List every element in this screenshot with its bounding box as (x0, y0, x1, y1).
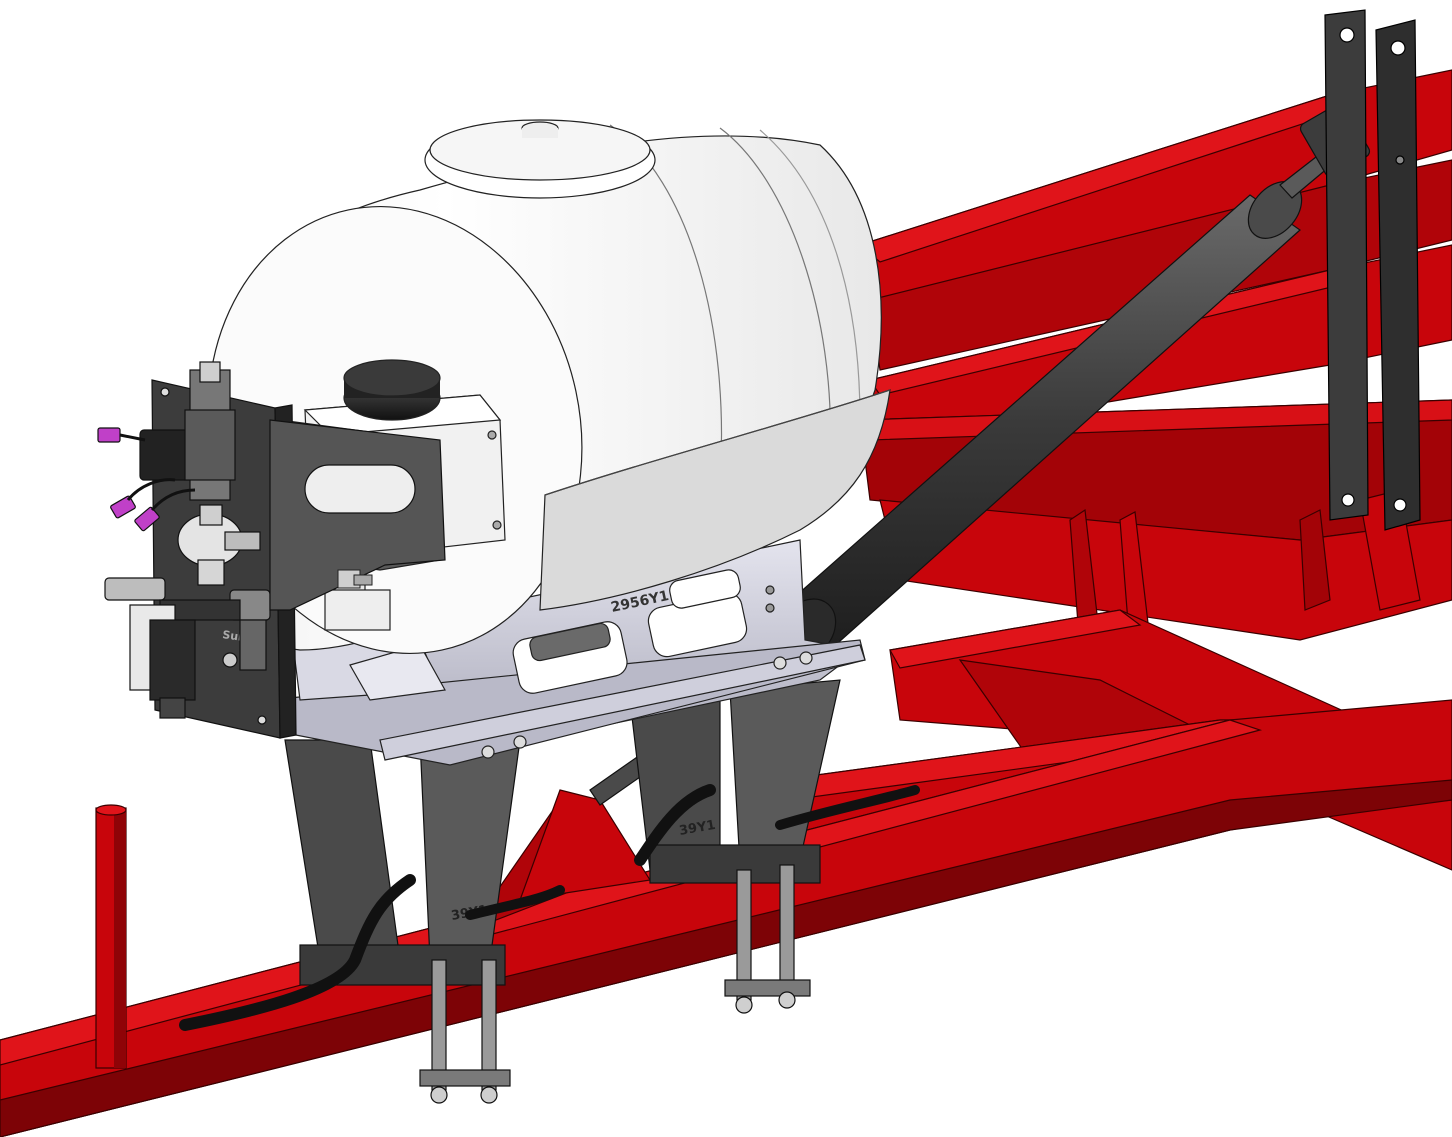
hitch-hole-5 (1395, 155, 1405, 165)
filter-label: Sur (222, 628, 245, 644)
ubolt-front-nut-2 (480, 1086, 498, 1104)
frame-front-post-cap (95, 804, 127, 816)
cradle-bolt-6 (765, 603, 775, 613)
tank-rib-3 (759, 129, 861, 421)
connector-wire-1 (119, 433, 146, 442)
hoses (179, 784, 920, 1031)
valve-panel: Sur (97, 361, 297, 739)
rear-bracket-part-code: 39Y1 (678, 818, 717, 839)
connector-magenta-2 (110, 495, 136, 519)
hose-rear (634, 784, 716, 866)
cradle-bolt-1 (481, 745, 495, 759)
flow-valve-lower (197, 559, 225, 586)
cradle-inline-valve (529, 622, 611, 662)
tank-belly-band-edge (544, 389, 891, 496)
connector-wire-3 (150, 488, 196, 511)
connector-wire-2 (126, 478, 176, 501)
hitch-hole-1 (1339, 27, 1355, 43)
panel-bolt-1 (160, 387, 170, 397)
chem-box-spout-base (324, 589, 391, 631)
ubolt-front-nut-1 (430, 1086, 448, 1104)
tank-cradle: 2956Y1 (269, 539, 866, 766)
ubolt-rear-nut-1 (735, 996, 753, 1014)
panel-bolt-2 (257, 715, 267, 725)
chem-box-screw-1 (487, 430, 497, 440)
hitch-upright-rear (1375, 19, 1421, 531)
tank-mount-arm (269, 419, 446, 611)
hitch-hole-4 (1393, 498, 1407, 512)
cradle-bolt-3 (773, 656, 787, 670)
hitch-uprights (1324, 9, 1421, 531)
frame-gusset-right (1299, 509, 1331, 611)
ubolt-rear-plate (724, 979, 811, 997)
fitting-left (104, 577, 166, 601)
ubolt-rear-right (779, 864, 795, 991)
hitch-hole-3 (1341, 493, 1355, 507)
frame-main-rail-shadow (0, 779, 1452, 1137)
filter-bowl (149, 619, 196, 701)
cradle-slotted-bar (379, 644, 866, 761)
hose-front-2 (465, 885, 565, 920)
tank-lid-nub-side (522, 128, 558, 138)
bracket-front-leg-outer (284, 739, 401, 961)
drain-fitting-elbow (353, 574, 373, 586)
tank-mount-arm-slot (304, 464, 416, 514)
frame-diagonal-arm-top (889, 609, 1142, 669)
drain-fitting (337, 569, 373, 589)
filter-cap (159, 697, 186, 719)
cradle-bolt-5 (765, 585, 775, 595)
flow-valve-outlet (224, 531, 261, 551)
cradle-bolt-4 (799, 651, 813, 665)
chem-box-screw-2 (492, 520, 502, 530)
hitch-upright-front (1324, 9, 1369, 521)
frame-front-post-shade (114, 808, 126, 1068)
tank-rib-2 (719, 127, 831, 451)
solenoid-mid (184, 409, 236, 481)
ubolt-front-plate (419, 1069, 511, 1087)
cradle-cutout-3 (669, 569, 741, 609)
hose-front (179, 874, 416, 1031)
panel-plug-2 (222, 652, 238, 668)
hose-rear-2 (775, 785, 920, 830)
solenoid-top-fitting (199, 361, 221, 383)
frame-lug-plate-rear (519, 789, 651, 901)
chem-box-cap-top (343, 359, 441, 397)
flow-valve-stem (199, 504, 223, 526)
connector-magenta-3 (134, 506, 160, 532)
connector-magenta-1 (97, 427, 121, 443)
hitch-hole-2 (1390, 40, 1406, 56)
cradle-bolt-2 (513, 735, 527, 749)
panel-plug-1 (239, 619, 267, 671)
tank-lid-top (429, 119, 651, 181)
ubolt-rear-nut-2 (778, 991, 796, 1009)
bracket-rear-leg-outer (629, 694, 721, 871)
